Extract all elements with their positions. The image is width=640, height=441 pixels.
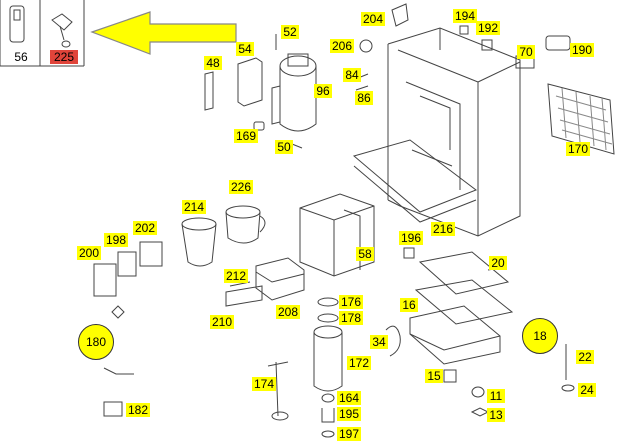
label-172: 172 (347, 356, 371, 370)
label-24: 24 (578, 383, 596, 397)
label-11: 11 (487, 389, 505, 403)
label-70: 70 (517, 45, 535, 59)
label-56: 56 (14, 50, 28, 64)
label-34: 34 (370, 335, 388, 349)
label-169: 169 (234, 129, 258, 143)
filter-grid (547, 83, 615, 155)
label-196: 196 (399, 231, 423, 245)
label-214: 214 (182, 200, 206, 214)
label-190: 190 (570, 43, 594, 57)
label-204: 204 (361, 12, 385, 26)
label-202: 202 (133, 221, 157, 235)
label-20: 20 (489, 256, 507, 270)
label-197: 197 (337, 427, 361, 441)
label-226: 226 (229, 180, 253, 194)
label-212: 212 (224, 269, 248, 283)
label-13: 13 (487, 408, 505, 422)
label-164: 164 (337, 391, 361, 405)
label-194: 194 (453, 9, 477, 23)
label-182: 182 (126, 403, 150, 417)
label-176: 176 (339, 295, 363, 309)
label-174: 174 (252, 377, 276, 391)
container-58 (299, 193, 375, 277)
label-208: 208 (276, 305, 300, 319)
label-198: 198 (104, 233, 128, 247)
label-16: 16 (400, 298, 418, 312)
label-84: 84 (343, 68, 361, 82)
label-210: 210 (210, 315, 234, 329)
inset-box (0, 0, 85, 67)
label-216: 216 (431, 222, 455, 236)
main-housing (387, 27, 521, 237)
label-50: 50 (275, 140, 293, 154)
label-192: 192 (476, 21, 500, 35)
label-15: 15 (425, 369, 443, 383)
label-200: 200 (77, 246, 101, 260)
label-18: 18 (522, 318, 558, 354)
label-178: 178 (339, 311, 363, 325)
label-225: 225 (50, 50, 78, 64)
label-52: 52 (281, 25, 299, 39)
pointer-arrow (90, 11, 237, 55)
label-180: 180 (78, 324, 114, 360)
label-170: 170 (566, 142, 590, 156)
label-86: 86 (355, 91, 373, 105)
label-206: 206 (330, 39, 354, 53)
label-195: 195 (337, 407, 361, 421)
label-58: 58 (356, 247, 374, 261)
label-96: 96 (314, 84, 332, 98)
label-22: 22 (576, 350, 594, 364)
label-48: 48 (204, 56, 222, 70)
label-54: 54 (236, 42, 254, 56)
